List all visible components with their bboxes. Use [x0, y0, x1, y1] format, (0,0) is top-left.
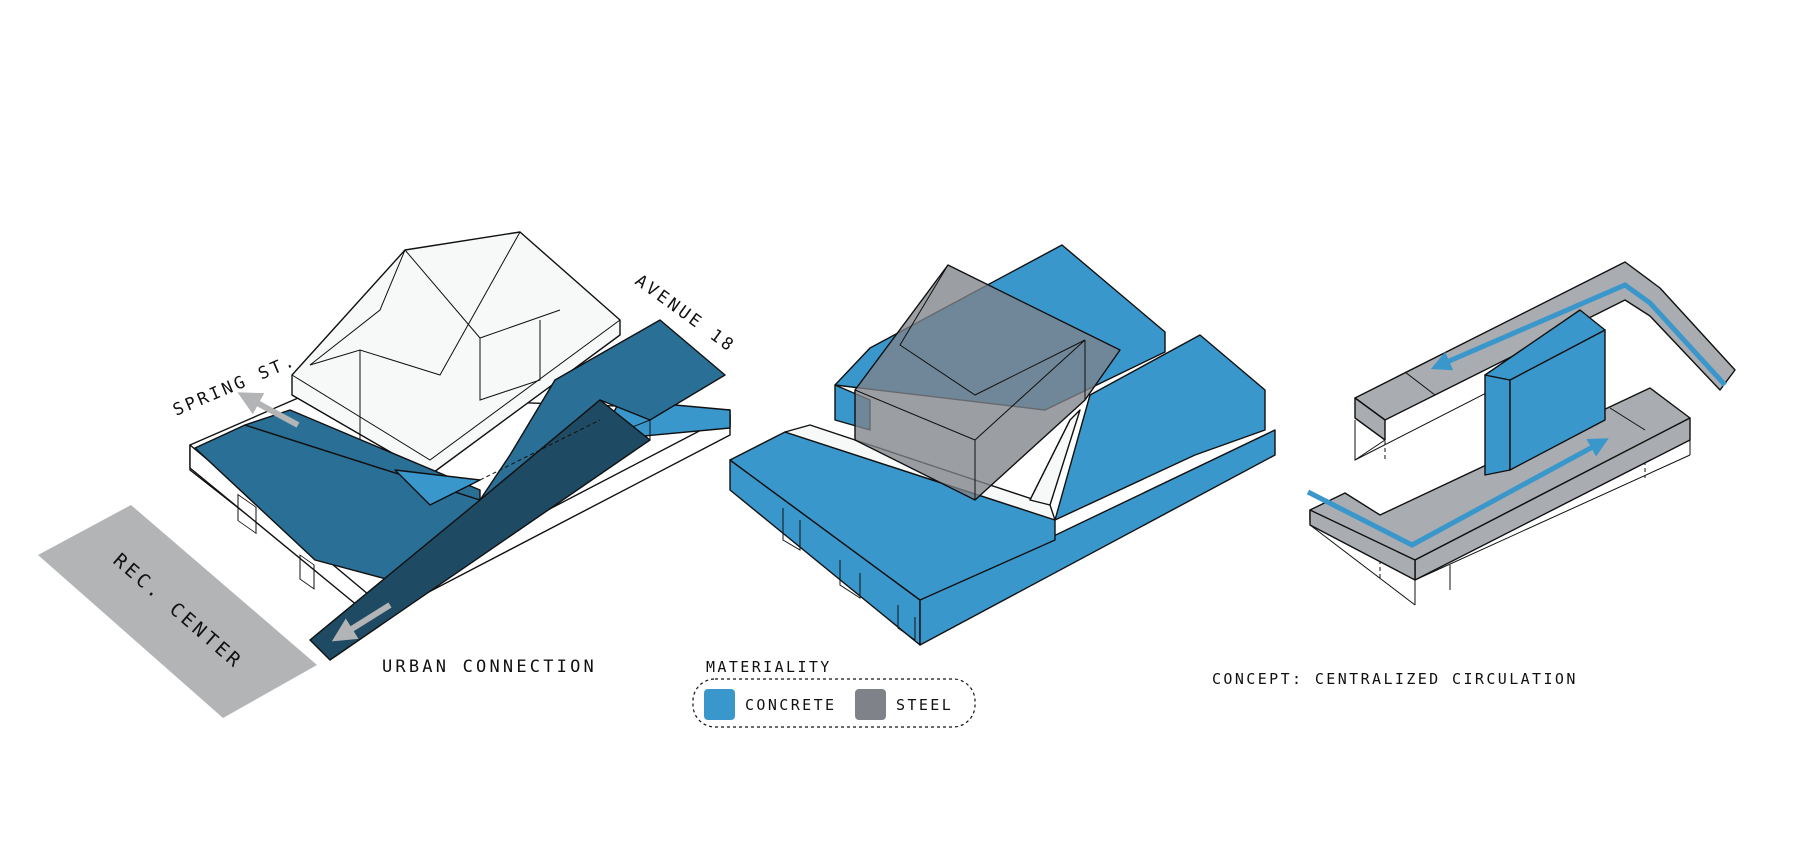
urban-connection-diagram: REC. CENTER S — [38, 231, 739, 718]
central-wedge — [394, 469, 481, 506]
upper-walkway — [1354, 261, 1736, 421]
rec-center-site — [38, 505, 317, 718]
mid-left-roof — [729, 431, 1056, 601]
circulation-arrow-bottom-icon — [1306, 438, 1609, 548]
upper-volume — [291, 231, 621, 476]
concrete-swatch — [704, 689, 735, 720]
steel-swatch — [855, 689, 886, 720]
spring-arrow-icon — [237, 392, 300, 428]
central-core-top — [1484, 309, 1606, 381]
circulation-concept-diagram: CONCEPT: CENTRALIZED CIRCULATION — [1212, 261, 1736, 688]
urban-arrow-icon — [331, 602, 392, 642]
mid-base-side-right — [919, 429, 1276, 646]
central-core-front — [1484, 374, 1511, 476]
circulation-arrow-top-icon — [1430, 282, 1727, 387]
mid-right-roof — [1054, 334, 1266, 521]
right-roof-plane — [479, 319, 726, 501]
concrete-legend-label: CONCRETE — [745, 696, 836, 714]
concept-label: CONCEPT: CENTRALIZED CIRCULATION — [1212, 670, 1578, 688]
materiality-diagram: MATERIALITY CONCRETE STEEL — [692, 244, 1276, 728]
door-opening — [237, 493, 257, 535]
materiality-label: MATERIALITY — [706, 658, 832, 676]
door-opening — [299, 554, 315, 590]
steel-legend-label: STEEL — [896, 696, 953, 714]
urban-connection-label: URBAN CONNECTION — [382, 657, 597, 677]
mid-void — [1029, 409, 1081, 506]
urban-ramp — [309, 399, 651, 661]
